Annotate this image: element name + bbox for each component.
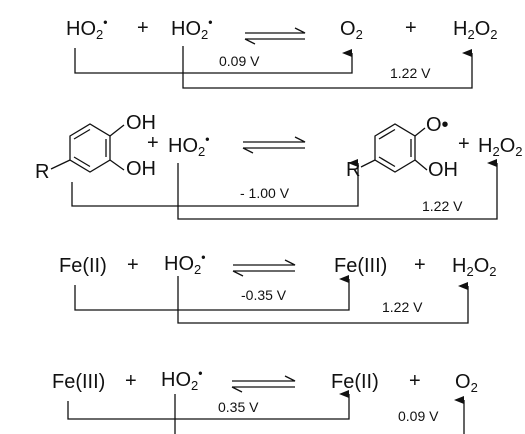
- semiquinone-ring: [360, 123, 428, 173]
- r2-plus-2: +: [458, 133, 470, 155]
- r4-plus-1: +: [125, 370, 137, 392]
- r3-reactant-fe2: Fe(II): [59, 255, 107, 277]
- electron-path-4a: [67, 390, 350, 420]
- r2-potential-1: - 1.00 V: [240, 185, 290, 201]
- r4-product-fe2: Fe(II): [331, 371, 379, 393]
- r2-catechol-r: R: [35, 161, 50, 183]
- electron-path-2a: [71, 159, 359, 207]
- r2-potential-2: 1.22 V: [422, 198, 463, 214]
- electron-path-3a: [74, 275, 350, 311]
- equilibrium-arrow-2: [242, 136, 306, 154]
- electron-path-3b: [177, 276, 469, 324]
- r2-plus-1: +: [147, 132, 159, 154]
- r1-product-h2o2: H2O2: [453, 18, 498, 42]
- r3-product-h2o2: H2O2: [452, 255, 497, 279]
- equilibrium-arrow-1: [244, 27, 306, 45]
- electron-path-1b: [182, 46, 473, 89]
- r3-product-fe3: Fe(III): [334, 255, 388, 277]
- r2-catechol-oh-bottom: OH: [126, 158, 156, 180]
- r1-potential-1: 0.09 V: [219, 53, 260, 69]
- r4-potential-2: 0.09 V: [398, 408, 439, 424]
- r4-potential-1: 0.35 V: [218, 399, 259, 415]
- r1-plus-2: +: [405, 17, 417, 39]
- electron-path-1a: [74, 48, 353, 74]
- r1-plus-1: +: [137, 17, 149, 39]
- r2-reactant-ho2: HO2•: [168, 132, 210, 159]
- equilibrium-arrow-4: [231, 375, 296, 393]
- r2-semiquinone-r: R: [346, 159, 361, 181]
- r1-reactant-ho2-second: HO2•: [171, 15, 213, 42]
- r4-product-o2: O2: [455, 371, 478, 395]
- r2-catechol-oh-top: OH: [126, 112, 156, 134]
- r3-potential-2: 1.22 V: [382, 299, 423, 315]
- r4-reactant-ho2: HO2•: [161, 366, 203, 393]
- r4-reactant-fe3: Fe(III): [52, 371, 106, 393]
- r3-reactant-ho2: HO2•: [164, 250, 206, 277]
- r2-semiquinone-oh: OH: [428, 159, 458, 181]
- electron-path-2b: [177, 159, 498, 220]
- r2-semiquinone-oradical: O•: [426, 114, 449, 136]
- r1-potential-2: 1.22 V: [390, 65, 431, 81]
- r4-plus-2: +: [409, 370, 421, 392]
- catechol-ring: [50, 123, 125, 173]
- r2-product-h2o2: H2O2: [478, 135, 523, 159]
- r1-product-o2: O2: [340, 18, 363, 42]
- r3-plus-1: +: [127, 254, 139, 276]
- equilibrium-arrow-3: [232, 259, 296, 277]
- r3-plus-2: +: [414, 254, 426, 276]
- r3-potential-1: -0.35 V: [241, 287, 287, 303]
- r1-reactant-ho2: HO2•: [66, 15, 108, 42]
